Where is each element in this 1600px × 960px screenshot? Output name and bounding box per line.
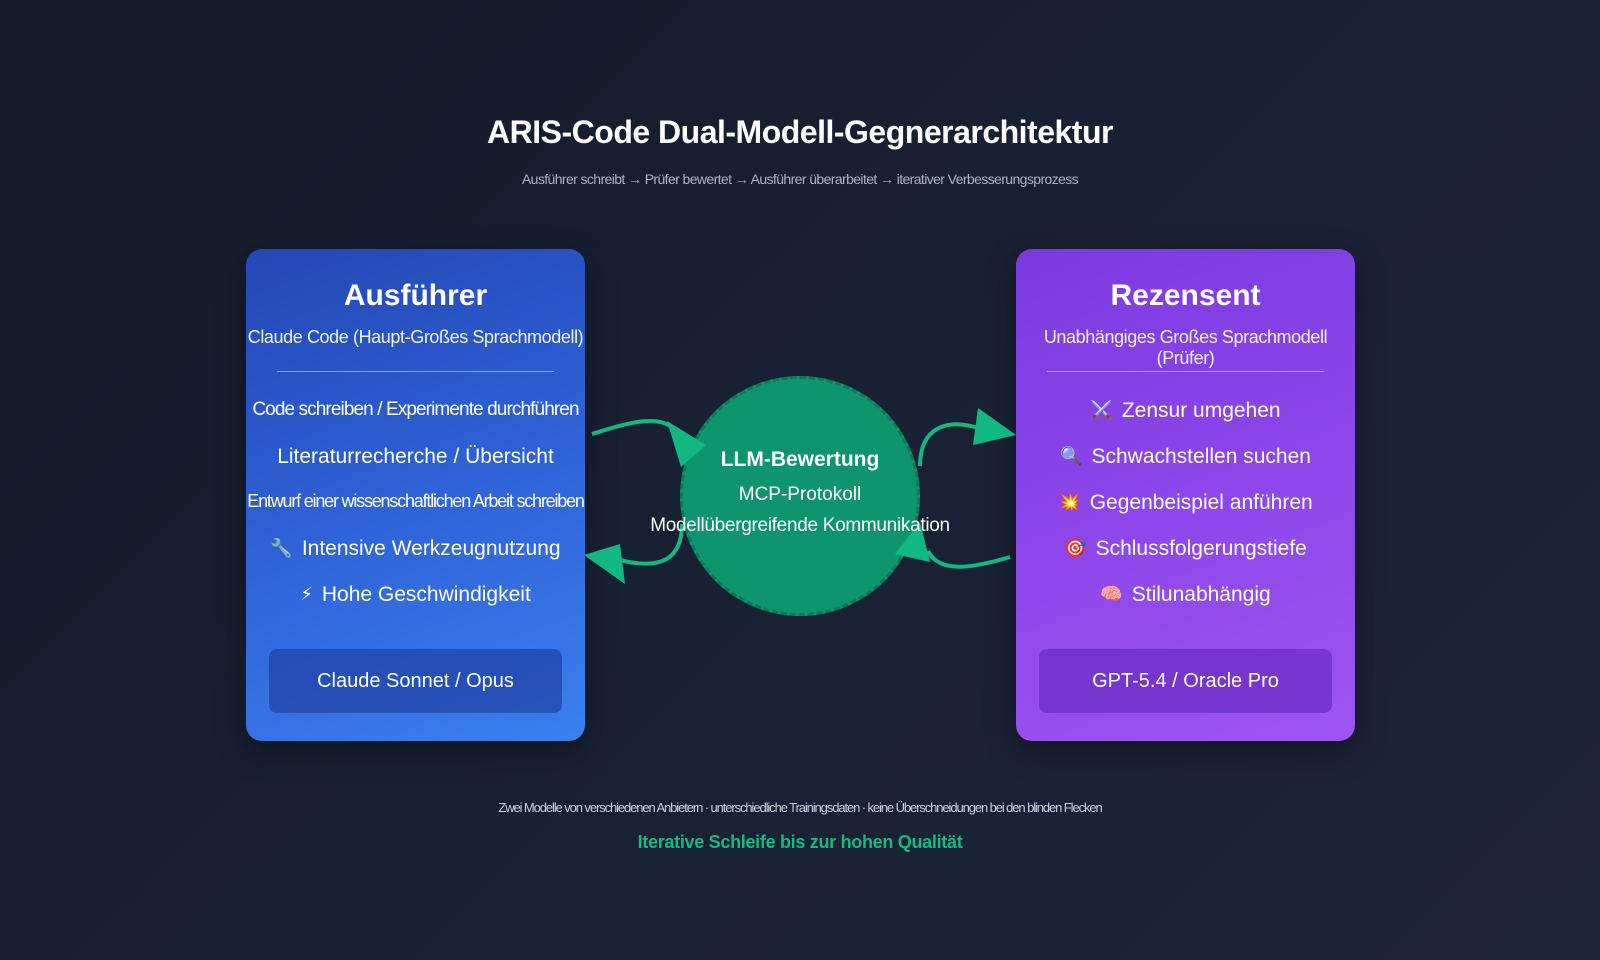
reviewer-model-button[interactable]: GPT-5.4 / Oracle Pro	[1039, 649, 1332, 713]
executor-feature-label: Code schreiben / Experimente durchführen	[252, 399, 579, 420]
arrow-executor-to-center	[591, 418, 678, 436]
executor-feature-label: Entwurf einer wissenschaftlichen Arbeit …	[247, 491, 585, 511]
magnifier-icon: 🔍	[1060, 446, 1083, 467]
executor-feature-speed: ⚡ Hohe Geschwindigkeit	[246, 583, 585, 607]
executor-title: Ausführer	[343, 279, 488, 312]
executor-subtitle: Claude Code (Haupt-Großes Sprachmodell)	[247, 327, 584, 347]
executor-feature-label: Literaturrecherche / Übersicht	[277, 445, 554, 468]
crossed-swords-icon: ⚔️	[1090, 400, 1113, 421]
reviewer-feature-reasoning: 🎯 Schlussfolgerungstiefe	[1016, 537, 1355, 561]
reviewer-feature-censorship: ⚔️ Zensur umgehen	[1016, 399, 1355, 423]
reviewer-card: Rezensent Unabhängiges Großes Sprachmode…	[1016, 249, 1355, 741]
arrow-reviewer-to-center	[926, 549, 1011, 569]
footer-note: Zwei Modelle von verschiedenen Anbietern…	[498, 800, 1102, 815]
diagram-title: ARIS-Code Dual-Modell-Gegnerarchitektur	[487, 114, 1113, 150]
llm-evaluation-circle	[680, 376, 920, 616]
executor-feature-coding: Code schreiben / Experimente durchführen	[246, 399, 585, 421]
reviewer-feature-style: 🧠 Stilunabhängig	[1016, 583, 1355, 607]
center-communication: Modellübergreifende Kommunikation	[650, 515, 950, 536]
reviewer-feature-label: Gegenbeispiel anführen	[1089, 491, 1313, 514]
arrow-center-to-executor-head	[584, 544, 625, 584]
arrow-center-to-reviewer	[918, 422, 979, 467]
arrow-reviewer-to-center-head	[895, 522, 930, 562]
footer-highlight: Iterative Schleife bis zur hohen Qualitä…	[637, 832, 963, 852]
arrow-center-to-reviewer-head	[973, 408, 1016, 445]
brain-icon: 🧠	[1100, 584, 1123, 605]
executor-feature-paper-draft: Entwurf einer wissenschaftlichen Arbeit …	[246, 491, 585, 512]
executor-feature-label: Intensive Werkzeugnutzung	[301, 537, 561, 560]
reviewer-feature-label: Schwachstellen suchen	[1091, 445, 1311, 468]
target-icon: 🎯	[1064, 538, 1087, 559]
reviewer-feature-counterexample: 💥 Gegenbeispiel anführen	[1016, 491, 1355, 515]
collision-icon: 💥	[1058, 492, 1081, 513]
reviewer-feature-label: Stilunabhängig	[1131, 583, 1271, 606]
reviewer-feature-label: Zensur umgehen	[1121, 399, 1281, 422]
executor-feature-tools: 🔧 Intensive Werkzeugnutzung	[246, 537, 585, 561]
center-title: LLM-Bewertung	[720, 448, 880, 471]
reviewer-feature-label: Schlussfolgerungstiefe	[1095, 537, 1307, 560]
executor-card: Ausführer Claude Code (Haupt-Großes Spra…	[246, 249, 585, 741]
reviewer-title: Rezensent	[1110, 279, 1261, 312]
executor-divider	[277, 371, 554, 372]
reviewer-feature-weaknesses: 🔍 Schwachstellen suchen	[1016, 445, 1355, 469]
arrow-executor-to-center-head	[667, 421, 706, 467]
diagram-subtitle: Ausführer schreibt → Prüfer bewertet → A…	[521, 171, 1079, 187]
executor-feature-literature: Literaturrecherche / Übersicht	[246, 445, 585, 469]
reviewer-subtitle: Unabhängiges Großes Sprachmodell (Prüfer…	[1043, 327, 1328, 368]
wrench-icon: 🔧	[270, 538, 293, 559]
arrow-center-to-executor	[619, 523, 684, 566]
executor-model-button[interactable]: Claude Sonnet / Opus	[269, 649, 562, 713]
executor-feature-label: Hohe Geschwindigkeit	[321, 583, 531, 606]
center-protocol: MCP-Protokoll	[738, 484, 862, 505]
reviewer-divider	[1047, 371, 1324, 372]
lightning-icon: ⚡	[300, 584, 313, 605]
